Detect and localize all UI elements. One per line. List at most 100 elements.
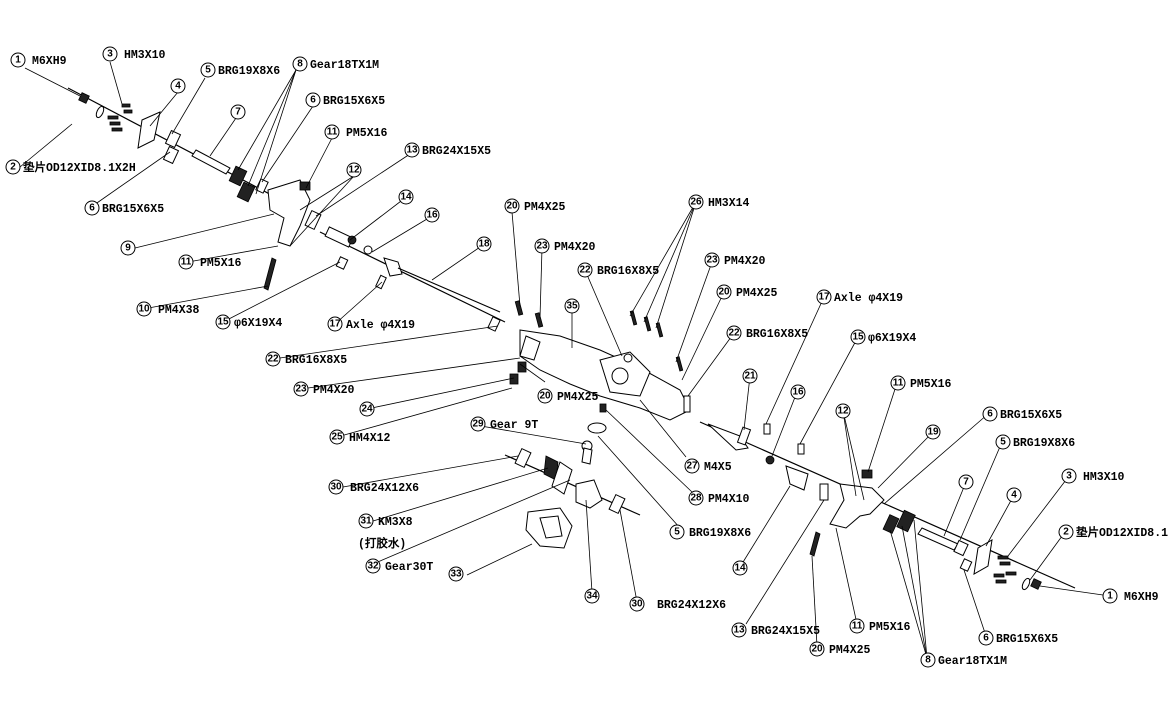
- svg-text:20: 20: [811, 644, 823, 655]
- callout: 24: [359, 401, 375, 417]
- svg-text:PM5X16: PM5X16: [200, 257, 242, 270]
- svg-text:BRG15X6X5: BRG15X6X5: [102, 203, 164, 216]
- callout: 2 垫片OD12XID8.1X2H: [5, 159, 136, 175]
- svg-text:2: 2: [10, 162, 16, 173]
- svg-text:10: 10: [138, 304, 150, 315]
- svg-text:20: 20: [718, 287, 730, 298]
- callout: 16: [424, 207, 440, 223]
- callout: 2 垫片OD12XID8.1X2H: [1058, 524, 1168, 540]
- callout: 28 PM4X10: [688, 490, 750, 506]
- svg-text:5: 5: [1000, 437, 1006, 448]
- svg-text:18: 18: [478, 239, 490, 250]
- svg-text:13: 13: [406, 145, 418, 156]
- svg-text:3: 3: [1066, 471, 1072, 482]
- svg-text:垫片OD12XID8.1X2H: 垫片OD12XID8.1X2H: [1076, 525, 1168, 540]
- callout: 9: [120, 240, 136, 256]
- svg-text:27: 27: [686, 461, 698, 472]
- callout: 13 BRG24X15X5: [404, 142, 491, 158]
- svg-text:Axle φ4X19: Axle φ4X19: [346, 319, 415, 332]
- svg-text:22: 22: [579, 265, 591, 276]
- svg-text:PM4X25: PM4X25: [557, 391, 599, 404]
- svg-text:33: 33: [450, 569, 462, 580]
- svg-text:垫片OD12XID8.1X2H: 垫片OD12XID8.1X2H: [23, 160, 136, 175]
- svg-text:BRG15X6X5: BRG15X6X5: [323, 95, 385, 108]
- svg-text:HM3X10: HM3X10: [124, 49, 166, 62]
- svg-text:23: 23: [536, 241, 548, 252]
- svg-text:23: 23: [295, 384, 307, 395]
- svg-text:16: 16: [792, 387, 804, 398]
- svg-text:BRG19X8X6: BRG19X8X6: [1013, 437, 1075, 450]
- callout: 33: [448, 566, 464, 582]
- svg-text:17: 17: [329, 319, 341, 330]
- svg-text:22: 22: [728, 328, 740, 339]
- svg-text:17: 17: [818, 292, 830, 303]
- svg-text:BRG16X8X5: BRG16X8X5: [285, 354, 347, 367]
- svg-text:2: 2: [1063, 527, 1069, 538]
- svg-text:35: 35: [566, 301, 578, 312]
- svg-text:20: 20: [539, 391, 551, 402]
- svg-text:15: 15: [217, 317, 229, 328]
- callout: 4: [1006, 487, 1022, 503]
- svg-text:24: 24: [361, 404, 373, 415]
- svg-text:BRG24X15X5: BRG24X15X5: [751, 625, 820, 638]
- callout: 14: [732, 560, 748, 576]
- svg-text:φ6X19X4: φ6X19X4: [234, 317, 282, 330]
- callout: 23 PM4X20: [293, 381, 355, 397]
- svg-text:28: 28: [690, 493, 702, 504]
- svg-text:12: 12: [837, 406, 849, 417]
- callout: 4: [170, 78, 186, 94]
- svg-text:M6XH9: M6XH9: [1124, 591, 1159, 604]
- svg-text:PM4X38: PM4X38: [158, 304, 200, 317]
- svg-text:KM3X8: KM3X8: [378, 516, 413, 529]
- callout: 19: [925, 424, 941, 440]
- callout: 7: [230, 104, 246, 120]
- svg-text:BRG16X8X5: BRG16X8X5: [746, 328, 808, 341]
- lower-gear-parts: [514, 422, 626, 549]
- svg-text:Gear30T: Gear30T: [385, 561, 433, 574]
- callout: 34: [584, 588, 600, 604]
- svg-text:23: 23: [706, 255, 718, 266]
- svg-text:12: 12: [348, 165, 360, 176]
- svg-text:11: 11: [327, 127, 338, 138]
- callout: 32 Gear30T: [365, 558, 433, 574]
- svg-text:BRG19X8X6: BRG19X8X6: [689, 527, 751, 540]
- svg-text:PM4X20: PM4X20: [724, 255, 766, 268]
- callout: 6 BRG15X6X5: [84, 200, 164, 216]
- svg-text:BRG15X6X5: BRG15X6X5: [996, 633, 1058, 646]
- svg-text:BRG24X15X5: BRG24X15X5: [422, 145, 491, 158]
- callout: 5 BRG19X8X6: [995, 434, 1075, 450]
- svg-text:1: 1: [1107, 591, 1113, 602]
- svg-text:PM4X10: PM4X10: [708, 493, 750, 506]
- callout: 15 φ6X19X4: [215, 314, 282, 330]
- svg-text:BRG19X8X6: BRG19X8X6: [218, 65, 280, 78]
- svg-text:BRG15X6X5: BRG15X6X5: [1000, 409, 1062, 422]
- svg-text:φ6X19X4: φ6X19X4: [868, 332, 916, 345]
- callout: 16: [790, 384, 806, 400]
- svg-text:PM4X20: PM4X20: [313, 384, 355, 397]
- svg-text:32: 32: [367, 561, 379, 572]
- center-housing: [509, 300, 691, 421]
- svg-text:BRG24X12X6: BRG24X12X6: [657, 599, 726, 612]
- svg-text:9: 9: [125, 243, 131, 254]
- callout: 12: [346, 162, 362, 178]
- svg-text:HM4X12: HM4X12: [349, 432, 391, 445]
- svg-text:5: 5: [205, 65, 211, 76]
- callout: 20 PM4X25: [537, 388, 599, 404]
- svg-text:6: 6: [89, 203, 95, 214]
